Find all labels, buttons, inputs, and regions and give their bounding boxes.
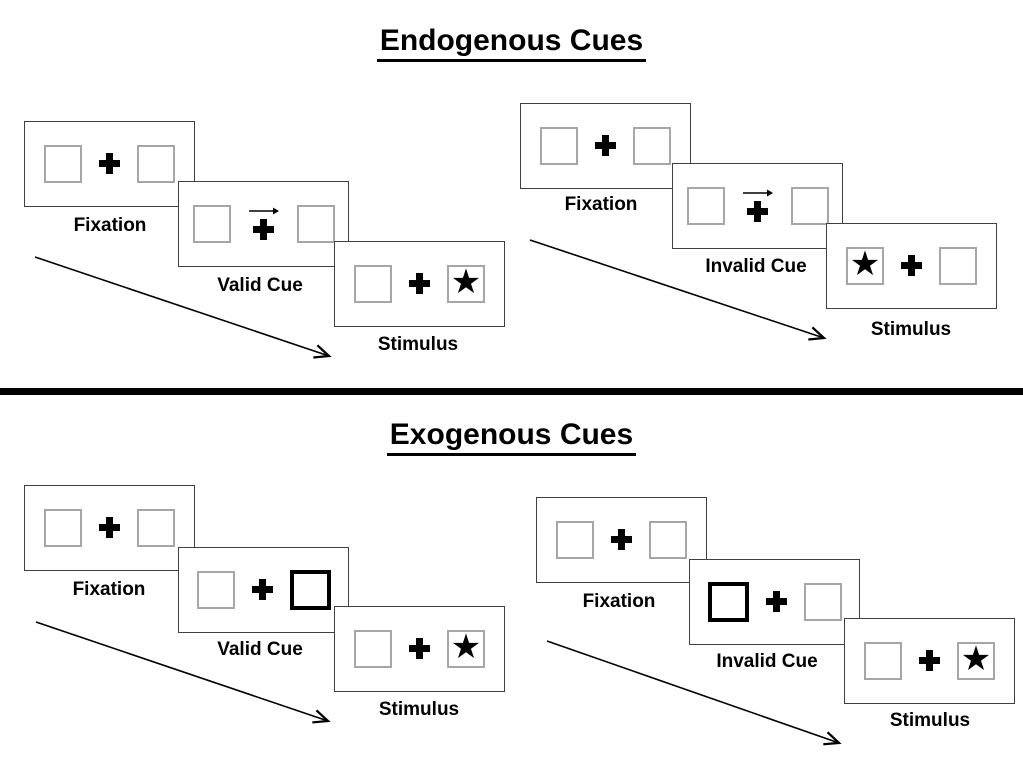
valid-cue-panel — [178, 547, 349, 633]
stimulus-panel: ★ — [334, 606, 505, 692]
left-box — [354, 265, 392, 303]
right-box — [803, 583, 842, 621]
panel-label: Invalid Cue — [716, 651, 818, 672]
fixation-panel — [24, 121, 195, 207]
stimulus-panel: ★ — [844, 618, 1015, 704]
section-title-text: Endogenous Cues — [376, 24, 647, 62]
panel-label: Invalid Cue — [705, 256, 807, 277]
fixation-cross-icon — [409, 637, 430, 659]
left-box — [354, 630, 392, 668]
section-title-text: Exogenous Cues — [386, 418, 637, 456]
right-box — [137, 509, 175, 547]
left-box — [196, 571, 235, 609]
left-box: ★ — [846, 247, 884, 285]
cue-arrow-icon — [248, 207, 279, 215]
timeline-arrow — [546, 640, 842, 746]
timeline-arrow — [35, 621, 331, 724]
panel-label: Stimulus — [889, 710, 971, 731]
left-box-highlighted — [707, 582, 749, 622]
right-box — [790, 187, 829, 225]
panel-label: Stimulus — [377, 334, 459, 355]
left-box — [864, 642, 902, 680]
star-icon: ★ — [849, 245, 881, 283]
left-box — [192, 205, 231, 243]
fixation-cross-icon — [747, 201, 768, 222]
timeline-arrow — [34, 256, 332, 359]
left-box — [686, 187, 725, 225]
fixation-cross-icon — [611, 528, 632, 550]
panel-label: Stimulus — [870, 319, 952, 340]
left-box — [540, 127, 578, 165]
star-icon: ★ — [450, 263, 482, 301]
fixation-cross-icon — [919, 649, 940, 671]
section-divider — [0, 388, 1023, 395]
fixation-panel — [536, 497, 707, 583]
left-box — [44, 145, 82, 183]
fixation-cross-icon — [99, 152, 120, 174]
panel-label: Valid Cue — [217, 639, 303, 660]
fixation-cross-icon — [99, 516, 120, 538]
stimulus-panel: ★ — [334, 241, 505, 327]
star-icon: ★ — [960, 640, 992, 678]
cue-arrow-icon — [742, 189, 773, 197]
section-title-endogenous: Endogenous Cues — [0, 24, 1023, 62]
right-box — [633, 127, 671, 165]
panel-label: Fixation — [564, 194, 638, 215]
panel-label: Valid Cue — [217, 275, 303, 296]
right-box — [939, 247, 977, 285]
panel-label: Fixation — [73, 215, 147, 236]
panel-label: Stimulus — [378, 699, 460, 720]
section-title-exogenous: Exogenous Cues — [0, 418, 1023, 456]
fixation-cross-icon — [251, 578, 273, 600]
fixation-cross-icon — [901, 254, 922, 276]
fixation-panel — [520, 103, 691, 189]
fixation-cross-icon — [409, 272, 430, 294]
panel-label: Fixation — [72, 579, 146, 600]
valid-cue-panel — [178, 181, 349, 267]
right-box: ★ — [957, 642, 995, 680]
panel-label: Fixation — [582, 591, 656, 612]
invalid-cue-panel — [672, 163, 843, 249]
right-box-highlighted — [289, 570, 331, 610]
fixation-cross-icon — [765, 590, 787, 612]
fixation-cross-icon — [595, 134, 616, 156]
stimulus-panel: ★ — [826, 223, 997, 309]
fixation-cross-icon — [253, 219, 274, 240]
right-box: ★ — [447, 630, 485, 668]
fixation-panel — [24, 485, 195, 571]
right-box — [649, 521, 687, 559]
right-box — [296, 205, 335, 243]
right-box: ★ — [447, 265, 485, 303]
left-box — [44, 509, 82, 547]
invalid-cue-panel — [689, 559, 860, 645]
star-icon: ★ — [450, 628, 482, 666]
timeline-arrow — [529, 239, 827, 341]
right-box — [137, 145, 175, 183]
left-box — [556, 521, 594, 559]
